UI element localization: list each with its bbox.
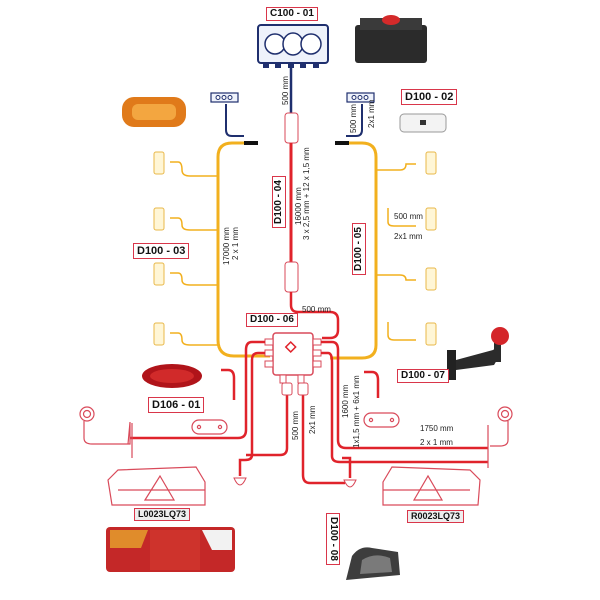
annotation-rear-center-len: 500 mm	[291, 411, 300, 440]
label-d100-03: D100 - 03	[133, 243, 190, 259]
left-marker-lamp-outlines	[153, 151, 165, 346]
label-d100-07: D100 - 07	[397, 369, 449, 383]
label-l0023lq73: L0023LQ73	[134, 508, 191, 521]
annotation-left-side-len: 17000 mm	[222, 227, 231, 265]
rear-center-connectors	[281, 382, 309, 396]
label-d100-08: D100 - 08	[326, 513, 340, 565]
annotation-left-side-wire: 2 x 1 mm	[231, 227, 240, 260]
label-c100-01: C100 - 01	[266, 7, 318, 21]
left-rear-lamp-outline	[107, 466, 206, 506]
left-side-harness	[216, 141, 270, 358]
rear-lamp-photo	[106, 527, 235, 572]
label-d106-01: D106 - 01	[148, 397, 205, 413]
control-box-photo	[355, 15, 427, 63]
right-harness-end-cap	[335, 141, 349, 145]
annotation-right-side-len: 500 mm	[394, 212, 423, 221]
amber-side-marker-photo	[122, 97, 186, 127]
annotation-outline-lamp-wire: 2 x 1 mm	[420, 438, 453, 447]
annotation-d100-02-lead-len: 500 mm	[349, 104, 358, 133]
rear-center-leads	[246, 395, 345, 485]
right-side-markers	[376, 163, 416, 341]
left-top-connector	[210, 92, 244, 137]
annotation-outline-lamp-len: 1750 mm	[420, 424, 454, 433]
d106-01-outline	[191, 419, 228, 435]
label-d100-06: D100 - 06	[246, 313, 298, 327]
plate-lamp-d100-08-photo	[346, 547, 400, 580]
annotation-rear-right-len: 1600 mm	[341, 384, 350, 418]
c100-connector-box	[257, 24, 329, 68]
right-rear-lamp-outline	[382, 466, 481, 506]
annotation-rear-center-wire: 2x1 mm	[308, 405, 317, 434]
rear-right-branch	[321, 340, 488, 478]
annotation-main-cable-wire: 3 x 2,5 mm + 12 x 1,5 mm	[302, 147, 311, 240]
annotation-rear-right-wire: 1x1,5 mm + 6x1 mm	[352, 375, 361, 448]
right-marker-lamp-outlines	[425, 151, 437, 346]
annotation-junction-lead: 500 mm	[302, 305, 331, 314]
label-r0023lq73: R0023LQ73	[407, 510, 465, 523]
label-d100-02: D100 - 02	[401, 89, 458, 105]
outline-lamp-photo	[447, 327, 509, 380]
label-d100-04: D100 - 04	[272, 176, 286, 228]
rear-small-connectors	[233, 477, 357, 488]
white-plate-lamp-photo	[399, 113, 447, 133]
main-cable	[284, 112, 340, 340]
annotation-d100-02-lead-wire: 2x1 mm	[367, 99, 376, 128]
right-side-harness	[330, 141, 378, 360]
left-outline-lamp-bracket	[79, 406, 133, 458]
right-outline-lamp-bracket	[487, 406, 513, 468]
annotation-right-side-wire: 2x1 mm	[394, 232, 423, 241]
left-harness-end-cap	[244, 141, 258, 145]
label-d100-05: D100 - 05	[352, 223, 366, 275]
annotation-c100-lead: 500 mm	[281, 76, 290, 105]
right-top-connector	[346, 92, 375, 137]
right-plate-lamp-outline	[363, 412, 400, 428]
left-side-markers	[170, 161, 218, 346]
junction-box-d100-06	[264, 332, 322, 384]
red-side-marker-photo	[142, 364, 202, 388]
